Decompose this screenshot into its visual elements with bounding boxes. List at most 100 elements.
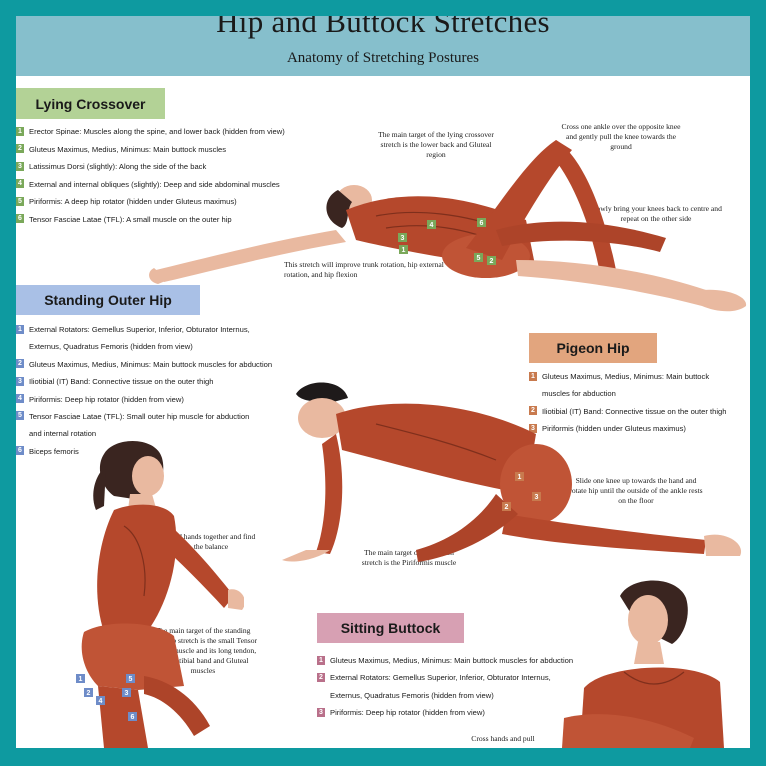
- item-number: 6: [16, 446, 24, 456]
- item-number: [317, 690, 325, 699]
- list-item: and internal rotation: [16, 429, 296, 438]
- list-item: 3 Iliotibial (IT) Band: Connective tissue…: [16, 376, 296, 387]
- item-text: Externus, Quadratus Femoris (hidden from…: [29, 342, 193, 352]
- lying-marker-6: 6: [480, 220, 484, 227]
- pigeon-marker-3: 3: [535, 494, 539, 501]
- poster-subtitle: Anatomy of Stretching Postures: [286, 50, 480, 66]
- list-item: 6 Biceps femoris: [16, 446, 296, 456]
- lying-marker-3: 3: [401, 235, 405, 242]
- item-number: 4: [16, 394, 24, 404]
- lying-crossover-figure: 1 2 3 4 5 6: [149, 140, 747, 312]
- standing-marker-3: 3: [125, 690, 129, 697]
- pigeon-marker-2: 2: [505, 504, 509, 511]
- lying-target-note: The main target of the lying crossover s…: [378, 130, 494, 159]
- item-number: [16, 342, 24, 351]
- list-item: 5 Piriformis: A deep hip rotator (hidden …: [16, 196, 316, 207]
- item-text: External Rotators: Gemellus Superior, In…: [330, 673, 551, 683]
- lying-marker-1: 1: [402, 247, 406, 254]
- standing-marker-2: 2: [87, 690, 91, 697]
- list-item: 3 Piriformis: Deep hip rotator (hidden fr…: [317, 707, 617, 718]
- lying-slowly-note: Slowly bring your knees back to centre a…: [590, 204, 722, 223]
- lying-cross-note: Cross one ankle over the opposite knee a…: [561, 122, 681, 151]
- poster: Hip and Buttock Stretches Anatomy of Str…: [16, 16, 750, 748]
- item-text: Biceps femoris: [29, 446, 79, 456]
- item-text: Tensor Fasciae Latae (TFL): Small outer …: [29, 411, 250, 421]
- standing-label-markers: 1 2 3 4 5 6: [76, 674, 137, 721]
- list-item: 2 Gluteus Maximus, Medius, Minimus: Main …: [16, 144, 316, 154]
- item-text: External and internal obliques (slightly…: [29, 179, 280, 189]
- sitting-buttock-figure: [562, 580, 724, 748]
- item-text: Piriformis: A deep hip rotator (hidden u…: [29, 197, 237, 207]
- list-item: 3 Latissimus Dorsi (slightly): Along the …: [16, 161, 316, 172]
- item-text: Externus, Quadratus Femoris (hidden from…: [330, 690, 494, 700]
- item-number: 1: [16, 126, 24, 136]
- standing-marker-4: 4: [99, 698, 103, 705]
- list-item: Externus, Quadratus Femoris (hidden from…: [317, 691, 617, 700]
- item-text: Latissimus Dorsi (slightly): Along the s…: [29, 162, 207, 172]
- sitting-cross-note: Cross hands and pull: [471, 734, 535, 743]
- standing-marker-1: 1: [79, 676, 83, 683]
- list-item: 1 Gluteus Maximus, Medius, Minimus: Main …: [317, 655, 617, 665]
- item-number: 2: [529, 406, 537, 416]
- header-band: Hip and Buttock Stretches Anatomy of Str…: [16, 16, 750, 76]
- item-text: Gluteus Maximus, Medius, Minimus: Main b…: [29, 144, 227, 154]
- lying-marker-4: 4: [430, 222, 434, 229]
- list-item: 4 Piriformis: Deep hip rotator (hidden fr…: [16, 394, 296, 404]
- item-number: 1: [529, 371, 537, 381]
- item-number: 2: [16, 359, 24, 369]
- standing-outer-hip-muscle-list: 1 External Rotators: Gemellus Superior, I…: [16, 324, 296, 464]
- item-number: 6: [16, 214, 24, 224]
- list-item: muscles for abduction: [529, 389, 749, 398]
- lying-crossover-muscle-list: 1 Erector Spinae: Muscles along the spine…: [16, 126, 316, 233]
- sitting-buttock-muscle-list: 1 Gluteus Maximus, Medius, Minimus: Main …: [317, 655, 617, 726]
- item-number: 3: [529, 423, 537, 433]
- item-number: 1: [16, 324, 24, 334]
- list-item: 6 Tensor Fasciae Latae (TFL): A small mus…: [16, 214, 316, 224]
- lying-marker-5: 5: [477, 255, 481, 262]
- list-item: 1 Erector Spinae: Muscles along the spine…: [16, 126, 316, 136]
- pigeon-target-note: The main target of the pigeon stretch is…: [361, 548, 457, 567]
- lying-marker-2: 2: [490, 258, 494, 265]
- lying-improve-note: This stretch will improve trunk rotation…: [284, 260, 444, 279]
- lying-label-markers: 1 2 3 4 5 6: [398, 218, 496, 265]
- pigeon-hip-muscle-list: 1 Gluteus Maximus, Medius, Minimus: Main …: [529, 371, 749, 442]
- pigeon-hip-heading: Pigeon Hip: [529, 333, 657, 363]
- item-text: External Rotators: Gemellus Superior, In…: [29, 325, 250, 334]
- item-number: 2: [317, 672, 325, 682]
- pigeon-marker-1: 1: [518, 474, 522, 481]
- list-item: 2 External Rotators: Gemellus Superior, I…: [317, 672, 617, 683]
- item-text: Iliotibial (IT) Band: Connective tissue …: [29, 377, 214, 387]
- list-item: 4 External and internal obliques (slightl…: [16, 179, 316, 189]
- list-item: Externus, Quadratus Femoris (hidden from…: [16, 342, 296, 351]
- item-text: muscles for abduction: [542, 389, 616, 399]
- item-number: 2: [16, 144, 24, 154]
- item-number: [16, 429, 24, 438]
- list-item: 1 Gluteus Maximus, Medius, Minimus: Main …: [529, 371, 749, 381]
- standing-target-note: The main target of the standing outer hi…: [148, 626, 258, 675]
- standing-hold-note: Hold hands together and find the balance: [166, 532, 256, 551]
- standing-outer-hip-figure: 1 2 3 4 5 6: [76, 440, 244, 748]
- item-text: Gluteus Maximus, Medius, Minimus: Main b…: [542, 372, 710, 381]
- standing-outer-hip-heading: Standing Outer Hip: [16, 285, 200, 315]
- item-text: Piriformis: Deep hip rotator (hidden fro…: [330, 708, 485, 718]
- item-text: Gluteus Maximus, Medius, Minimus: Main b…: [330, 656, 574, 665]
- standing-marker-5: 5: [129, 676, 133, 683]
- item-text: Erector Spinae: Muscles along the spine,…: [29, 127, 285, 136]
- item-number: 3: [317, 707, 325, 717]
- lying-crossover-heading: Lying Crossover: [16, 88, 165, 119]
- poster-title: Hip and Buttock Stretches: [216, 16, 550, 39]
- item-text: Piriformis: Deep hip rotator (hidden fro…: [29, 394, 184, 404]
- item-number: 4: [16, 179, 24, 189]
- item-number: 3: [16, 161, 24, 171]
- pigeon-label-markers: 1 2 3: [502, 472, 541, 511]
- standing-marker-6: 6: [131, 714, 135, 721]
- item-number: 3: [16, 376, 24, 386]
- item-text: Tensor Fasciae Latae (TFL): A small musc…: [29, 214, 232, 224]
- item-number: 5: [16, 196, 24, 206]
- item-number: 1: [317, 655, 325, 665]
- item-number: 5: [16, 411, 24, 421]
- item-text: and internal rotation: [29, 429, 97, 439]
